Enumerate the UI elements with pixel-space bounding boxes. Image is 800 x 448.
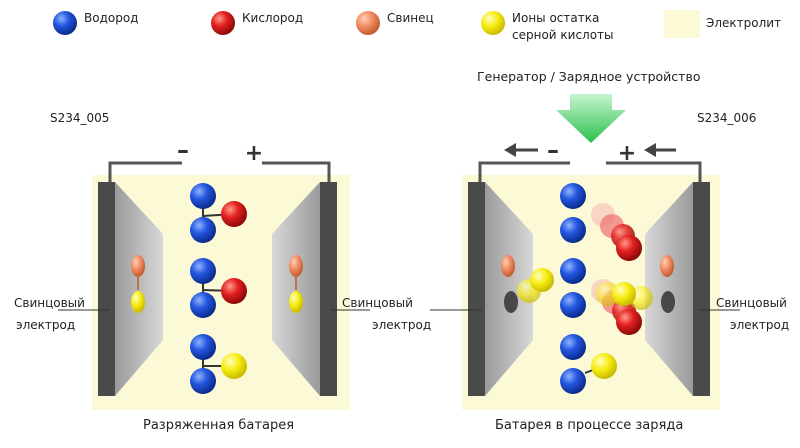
lead-particle-dark: [661, 291, 675, 313]
lead-particle-dark: [504, 291, 518, 313]
legend-electrolyte: Электролит: [664, 10, 781, 38]
legend-lead-label: Свинец: [387, 11, 434, 25]
lead-ball-icon: [356, 11, 380, 35]
hydrogen-atom: [560, 368, 586, 394]
right-battery-right-electrode-bar: [693, 182, 710, 396]
sulfate-ball-icon: [481, 11, 505, 35]
right-battery-left-electrode-bar: [468, 182, 485, 396]
electrolyte-swatch: [664, 10, 700, 38]
hydrogen-atom: [190, 334, 216, 360]
hydrogen-atom: [190, 292, 216, 318]
oxygen-atom: [616, 309, 642, 335]
sulfate-ion-moving: [612, 282, 636, 306]
oxygen-atom: [221, 201, 247, 227]
lead-particle: [501, 255, 515, 277]
hydrogen-atom: [190, 217, 216, 243]
legend-sulfate-label-line2: серной кислоты: [512, 28, 614, 42]
sulfate-ion: [221, 353, 247, 379]
left-battery-left-electrode-label: Свинцовый электрод: [14, 292, 85, 336]
lead-particle: [289, 255, 303, 277]
left-negative-wire: [108, 161, 182, 183]
sulfate-particle: [289, 291, 303, 313]
legend-oxygen-label: Кислород: [242, 11, 304, 25]
oxygen-ball-icon: [211, 11, 235, 35]
generator-label: Генератор / Зарядное устройство: [477, 69, 701, 84]
legend-sulfate-label-line1: Ионы остатка: [512, 11, 600, 25]
legend-electrolyte-label: Электролит: [706, 16, 782, 30]
right-electrode-bar: [320, 182, 337, 396]
lead-particle: [660, 255, 674, 277]
label-line2: электрод: [730, 318, 790, 332]
left-positive-wire: [262, 161, 331, 183]
left-arrow-icon: [644, 143, 676, 157]
sulfate-ion-moving: [530, 268, 554, 292]
hydrogen-atom: [560, 292, 586, 318]
right-battery-right-electrode-label: Свинцовый электрод: [716, 292, 789, 336]
label-line2: электрод: [16, 318, 76, 332]
legend-sulfate-ions: Ионы остатка серной кислоты: [480, 10, 614, 44]
left-battery-right-electrode-label: Свинцовый электрод: [342, 292, 431, 336]
right-negative-wire: [478, 161, 570, 183]
right-minus-sign: –: [547, 136, 559, 164]
oxygen-atom: [221, 278, 247, 304]
left-arrow-icon: [504, 143, 538, 157]
legend-hydrogen: Водород: [52, 10, 138, 36]
hydrogen-atom: [190, 368, 216, 394]
left-plus-sign: +: [245, 141, 263, 166]
charger-arrow-icon: [556, 94, 626, 143]
oxygen-atom: [616, 235, 642, 261]
label-line1: Свинцовый: [716, 296, 787, 310]
sulfate-particle: [131, 291, 145, 313]
left-figure-code: S234_005: [50, 111, 110, 125]
sulfate-ion: [591, 353, 617, 379]
legend-lead: Свинец: [355, 10, 434, 36]
right-battery: – +: [430, 94, 740, 410]
right-battery-left-plate: [485, 182, 533, 396]
hydrogen-atom: [560, 334, 586, 360]
right-positive-wire: [606, 161, 702, 183]
hydrogen-atom: [560, 258, 586, 284]
hydrogen-atom: [560, 183, 586, 209]
label-line1: Свинцовый: [342, 296, 413, 310]
legend-hydrogen-label: Водород: [84, 11, 139, 25]
hydrogen-atom: [190, 258, 216, 284]
right-figure-code: S234_006: [697, 111, 757, 125]
right-plus-sign: +: [618, 141, 636, 166]
label-line2: электрод: [372, 318, 432, 332]
hydrogen-ball-icon: [53, 11, 77, 35]
left-battery-caption: Разряженная батарея: [143, 418, 295, 433]
right-battery-caption: Батарея в процессе заряда: [495, 418, 684, 433]
left-minus-sign: –: [177, 136, 189, 164]
hydrogen-atom: [190, 183, 216, 209]
left-electrode-bar: [98, 182, 115, 396]
hydrogen-atom: [560, 217, 586, 243]
legend-oxygen: Кислород: [210, 10, 303, 36]
label-line1: Свинцовый: [14, 296, 85, 310]
left-battery: – +: [58, 136, 370, 410]
lead-particle: [131, 255, 145, 277]
right-battery-right-plate: [645, 182, 693, 396]
